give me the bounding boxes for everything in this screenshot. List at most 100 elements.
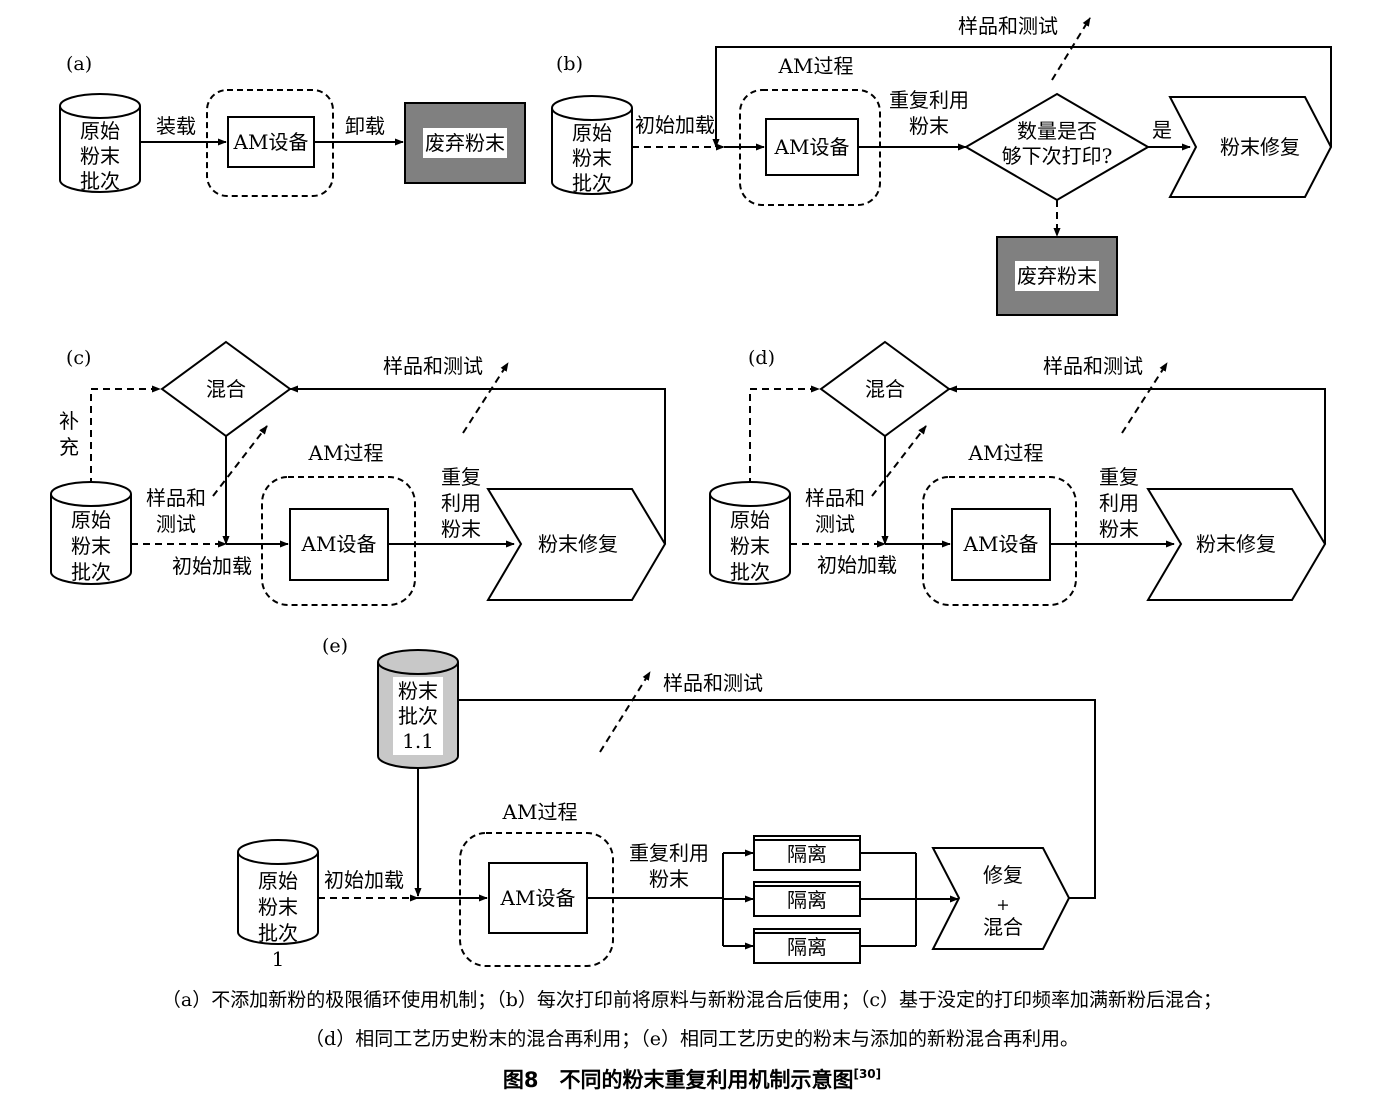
panel-c-process-label: AM过程 — [308, 441, 384, 465]
caption-line-2: （d）相同工艺历史粉末的混合再利用；（e）相同工艺历史的粉末与添加的新粉混合再利… — [305, 1028, 1079, 1050]
panel-e-am-machine-text: AM设备 — [500, 886, 576, 910]
panel-e-quarantine-text: 隔离 — [787, 888, 827, 912]
panel-e-reuse-label: 粉末 — [649, 867, 689, 891]
panel-a-raw-batch-text: 粉末 — [80, 144, 120, 168]
panel-b-refurb-text: 粉末修复 — [1220, 135, 1300, 159]
panel-b-refurb-chevron — [1168, 96, 1333, 198]
panel-c-replenish-arrow — [90, 385, 161, 485]
panel-c-raw-batch-cylinder: 原始 粉末 批次 — [50, 481, 132, 585]
panel-c-raw-batch-text: 粉末 — [71, 534, 111, 558]
panel-a-waste-label-bg — [423, 128, 507, 158]
panel-e-refurb-mix-chevron — [931, 847, 1071, 950]
panel-b-raw-batch-text: 原始 — [572, 121, 612, 145]
panel-d-am-machine-box — [951, 508, 1051, 581]
panel-e-refurb-mix-text: 修复 — [983, 863, 1023, 887]
figure-title-ref: [30] — [853, 1067, 881, 1081]
panel-d-label: (d) — [748, 347, 775, 369]
panel-e-batch-1-1-text: 批次 — [398, 704, 438, 728]
panel-e-refurb-mix-text: + — [996, 895, 1009, 914]
panel-d-refurb-text: 粉末修复 — [1196, 532, 1276, 556]
panel-e-batch-1-1-cylinder: 粉末 批次 1.1 — [377, 649, 459, 769]
panel-d-raw-batch-text: 批次 — [730, 560, 770, 584]
panel-c-initial-load-label: 初始加载 — [172, 554, 252, 578]
panel-e-quarantine-box — [753, 835, 861, 871]
figure-title-text: 图8 不同的粉末重复利用机制示意图 — [503, 1068, 854, 1092]
panel-e-quarantine-box — [753, 928, 861, 964]
panel-c-sample-top-arrow — [462, 362, 509, 434]
panel-b-loop-back-line — [712, 46, 1332, 148]
panel-c-replenish-label: 补 — [59, 409, 79, 433]
figure-caption: （a）不添加新粉的极限循环使用机制；（b）每次打印前将原料与新粉混合后使用；（c… — [162, 989, 1222, 1092]
panel-c-replenish-label: 充 — [59, 435, 79, 459]
panel-b-raw-batch-cylinder: 原始 粉末 批次 — [551, 95, 633, 195]
panel-a-label: (a) — [66, 53, 92, 75]
panel-d-sample-side-arrow — [871, 425, 927, 497]
panel-d-process-label: AM过程 — [968, 441, 1044, 465]
panel-d-am-machine-text: AM设备 — [963, 532, 1039, 556]
panel-b-yes-label: 是 — [1152, 118, 1172, 142]
panel-c-mix-text: 混合 — [206, 377, 246, 401]
panel-b-sample-label: 样品和测试 — [958, 14, 1058, 38]
panel-d-raw-batch-cylinder: 原始 粉末 批次 — [709, 481, 791, 585]
panel-e-process-frame — [459, 832, 614, 967]
panel-a-load-label: 装载 — [156, 114, 196, 138]
panel-d-sample-side-label: 样品和 — [805, 486, 865, 510]
panel-a-am-machine-text: AM设备 — [233, 130, 309, 154]
panel-d-sample-top-arrow — [1121, 362, 1168, 434]
panel-a-raw-batch-text: 原始 — [80, 119, 120, 143]
panel-d-refurb-chevron — [1146, 488, 1327, 601]
panel-e-quarantine-text: 隔离 — [787, 842, 827, 866]
panel-e-sample-arrow — [599, 671, 651, 753]
panel-e-refurb-mix-text: 混合 — [983, 915, 1023, 939]
panel-e-raw-batch-text: 1 — [272, 947, 285, 971]
panel-c-refurb-chevron — [486, 488, 667, 601]
panel-d-process-frame — [922, 476, 1077, 606]
panel-b-sample-arrow — [1051, 17, 1091, 81]
panel-d-raw-batch-text: 原始 — [730, 508, 770, 532]
panel-c-raw-batch-text: 原始 — [71, 508, 111, 532]
panel-d-sample-top-label: 样品和测试 — [1043, 354, 1143, 378]
panel-b-raw-batch-text: 粉末 — [572, 146, 612, 170]
panel-d-supply-arrow — [749, 385, 820, 485]
panel-d-loop-back-line — [948, 385, 1326, 544]
panel-c-sample-side-arrow — [212, 425, 268, 497]
figure-title: 图8 不同的粉末重复利用机制示意图[30] — [503, 1067, 881, 1092]
panel-a-raw-batch-cylinder: 原始 粉末 批次 — [59, 93, 141, 193]
panel-e-raw-batch-text: 批次 — [258, 921, 298, 945]
panel-e-label: (e) — [322, 635, 348, 657]
panel-d-initial-load-label: 初始加载 — [817, 553, 897, 577]
panel-d-reuse-label: 重复 — [1099, 465, 1139, 489]
panel-c-label: (c) — [66, 347, 91, 369]
panel-c-process-frame — [261, 476, 416, 606]
panel-b-waste-label-bg — [1015, 261, 1099, 291]
panel-b-reuse-label: 粉末 — [909, 114, 949, 138]
panel-b: (b) 原始 粉末 批次 初始加载 AM过程 AM设备 重复利用 粉末 数量是否… — [551, 14, 1333, 316]
panel-c-sample-side-label: 样品和 — [146, 486, 206, 510]
panel-c-reuse-label: 重复 — [441, 465, 481, 489]
panel-e-raw-batch-cylinder: 原始 粉末 批次 1 — [237, 839, 319, 971]
panel-a: (a) 原始 粉末 批次 装载 AM设备 卸载 废弃粉末 — [59, 53, 526, 197]
panel-c-raw-batch-text: 批次 — [71, 560, 111, 584]
panel-e-process-label: AM过程 — [502, 800, 578, 824]
panel-a-waste-text: 废弃粉末 — [425, 131, 505, 155]
panel-e-quarantine-text: 隔离 — [787, 935, 827, 959]
panel-b-reuse-label: 重复利用 — [889, 88, 969, 112]
panel-c-loop-back-line — [289, 385, 666, 544]
panel-c-sample-side-label: 测试 — [156, 512, 196, 536]
panel-c-refurb-text: 粉末修复 — [538, 532, 618, 556]
panel-e-batch-1-1-text: 粉末 — [398, 679, 438, 703]
panel-c-reuse-label: 利用 — [441, 491, 481, 515]
panel-e-raw-batch-text: 原始 — [258, 869, 298, 893]
panel-c-reuse-label: 粉末 — [441, 517, 481, 541]
panel-d-reuse-label: 粉末 — [1099, 517, 1139, 541]
panel-d: (d) 混合 样品和测试 样品和 测试 原始 粉末 批次 初始加载 AM过程 A… — [709, 340, 1327, 606]
panel-e-am-machine-box — [488, 862, 588, 934]
panel-b-decision-text: 数量是否 — [1017, 119, 1097, 143]
panel-b-decision-text: 够下次打印? — [1002, 144, 1113, 168]
panel-b-process-label: AM过程 — [778, 54, 854, 78]
panel-e-initial-load-label: 初始加载 — [324, 868, 404, 892]
panel-d-mix-text: 混合 — [865, 377, 905, 401]
panel-e-raw-batch-text: 粉末 — [258, 895, 298, 919]
